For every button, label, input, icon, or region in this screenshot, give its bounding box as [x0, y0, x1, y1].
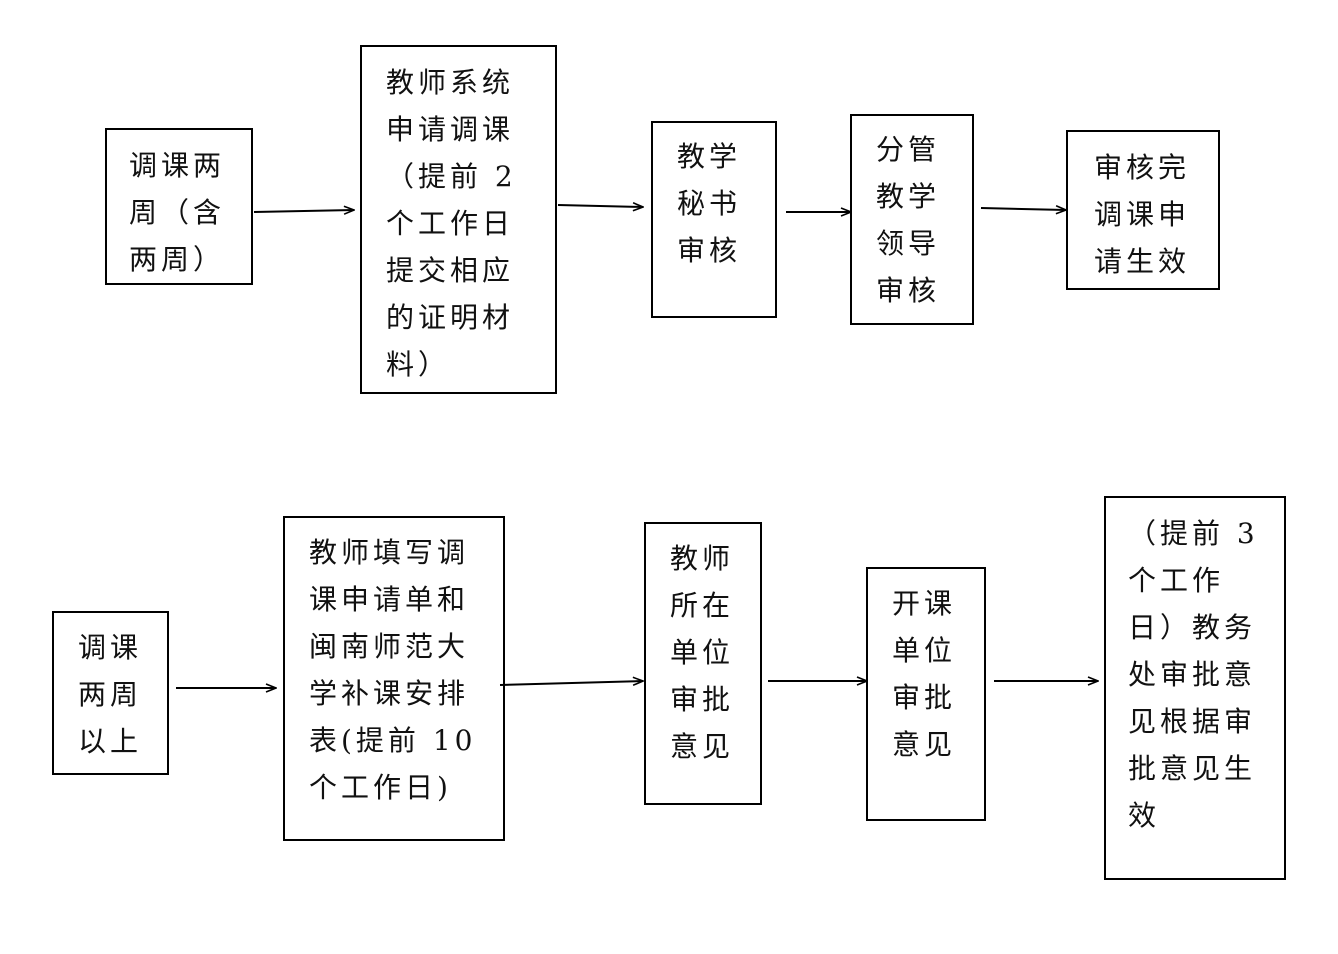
top-arrow-4 — [980, 208, 1066, 210]
top-effective-text: 审核完 调课申 请生效 — [1094, 151, 1191, 278]
top-submit-box: 教师系统 申请调课 （提前 2 个工作日 提交相应 的证明材 料） — [360, 45, 557, 394]
top-arrow-2 — [557, 205, 643, 207]
bottom-course-unit-text: 开课 单位 审批 意见 — [892, 587, 957, 761]
top-leader-box: 分管 教学 领导 审核 — [850, 114, 974, 325]
bottom-course-unit-box: 开课 单位 审批 意见 — [866, 567, 986, 821]
top-submit-text: 教师系统 申请调课 （提前 2 个工作日 提交相应 的证明材 料） — [386, 66, 517, 381]
top-secretary-box: 教学 秘书 审核 — [651, 121, 777, 318]
bottom-unit-text: 教师 所在 单位 审批 意见 — [670, 542, 735, 763]
top-arrow-1 — [253, 210, 354, 212]
top-effective-box: 审核完 调课申 请生效 — [1066, 130, 1220, 290]
bottom-form-box: 教师填写调 课申请单和 闽南师范大 学补课安排 表(提前 10 个工作日) — [283, 516, 505, 841]
top-leader-text: 分管 教学 领导 审核 — [876, 133, 941, 307]
bottom-form-text: 教师填写调 课申请单和 闽南师范大 学补课安排 表(提前 10 个工作日) — [309, 536, 477, 804]
bottom-academic-affairs-box: （提前 3 个工作 日）教务 处审批意 见根据审 批意见生 效 — [1104, 496, 1286, 880]
bottom-unit-box: 教师 所在 单位 审批 意见 — [644, 522, 762, 805]
top-start-text: 调课两 周（含 两周） — [129, 149, 226, 276]
top-secretary-text: 教学 秘书 审核 — [677, 140, 742, 267]
bottom-start-box: 调课 两周 以上 — [52, 611, 169, 775]
bottom-arrow-2 — [499, 681, 643, 685]
top-start-box: 调课两 周（含 两周） — [105, 128, 253, 285]
bottom-start-text: 调课 两周 以上 — [78, 631, 143, 758]
bottom-academic-affairs-text: （提前 3 个工作 日）教务 处审批意 见根据审 批意见生 效 — [1128, 517, 1259, 832]
